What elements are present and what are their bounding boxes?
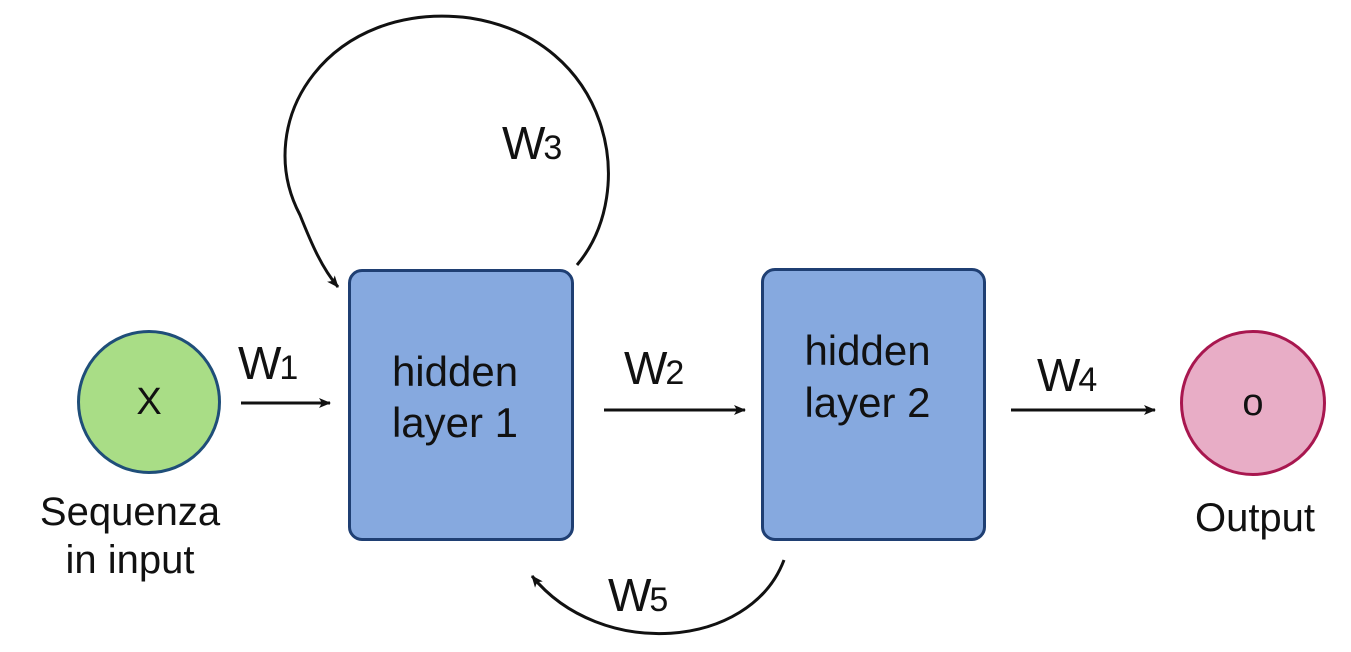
weight-w3-sub: 3 [543, 129, 563, 167]
edge-w5-feedback-arrow [530, 559, 786, 636]
input-caption-line1: Sequenza [39, 490, 221, 534]
weight-label-w5: W5 [608, 572, 668, 618]
hidden-layer-1-label: hidden layer 1 [392, 346, 518, 448]
input-caption: Sequenza in input [10, 488, 250, 584]
weight-label-w1: W1 [238, 340, 298, 386]
hidden-layer-2-label: hidden layer 2 [804, 325, 930, 427]
weight-w4-sub: 4 [1078, 361, 1098, 399]
weight-w2-base: W [624, 342, 667, 394]
output-node: o [1180, 330, 1326, 476]
weight-label-w2: W2 [624, 345, 684, 391]
input-node-letter: X [136, 381, 162, 423]
hidden-layer-1-line2: layer 1 [391, 399, 519, 446]
input-caption-line2: in input [65, 538, 195, 582]
input-node: X [77, 330, 221, 474]
output-caption: Output [1194, 496, 1316, 540]
weight-w5-sub: 5 [649, 581, 669, 619]
weight-w2-sub: 2 [665, 354, 685, 392]
hidden-layer-2-line1: hidden [804, 327, 931, 375]
weight-w4-base: W [1037, 349, 1080, 401]
hidden-layer-2-line2: layer 2 [804, 378, 931, 426]
weight-label-w3: W3 [502, 120, 562, 166]
hidden-layer-2-box: hidden layer 2 [761, 268, 986, 541]
output-node-letter: o [1242, 382, 1264, 424]
hidden-layer-1-line1: hidden [391, 347, 519, 395]
edge-w3-loop-arrow [283, 14, 610, 288]
weight-w1-sub: 1 [279, 349, 299, 387]
weight-w3-base: W [502, 117, 545, 169]
weight-w1-base: W [238, 337, 281, 389]
weight-w5-base: W [608, 569, 651, 621]
weight-label-w4: W4 [1037, 352, 1097, 398]
hidden-layer-1-box: hidden layer 1 [348, 269, 574, 541]
